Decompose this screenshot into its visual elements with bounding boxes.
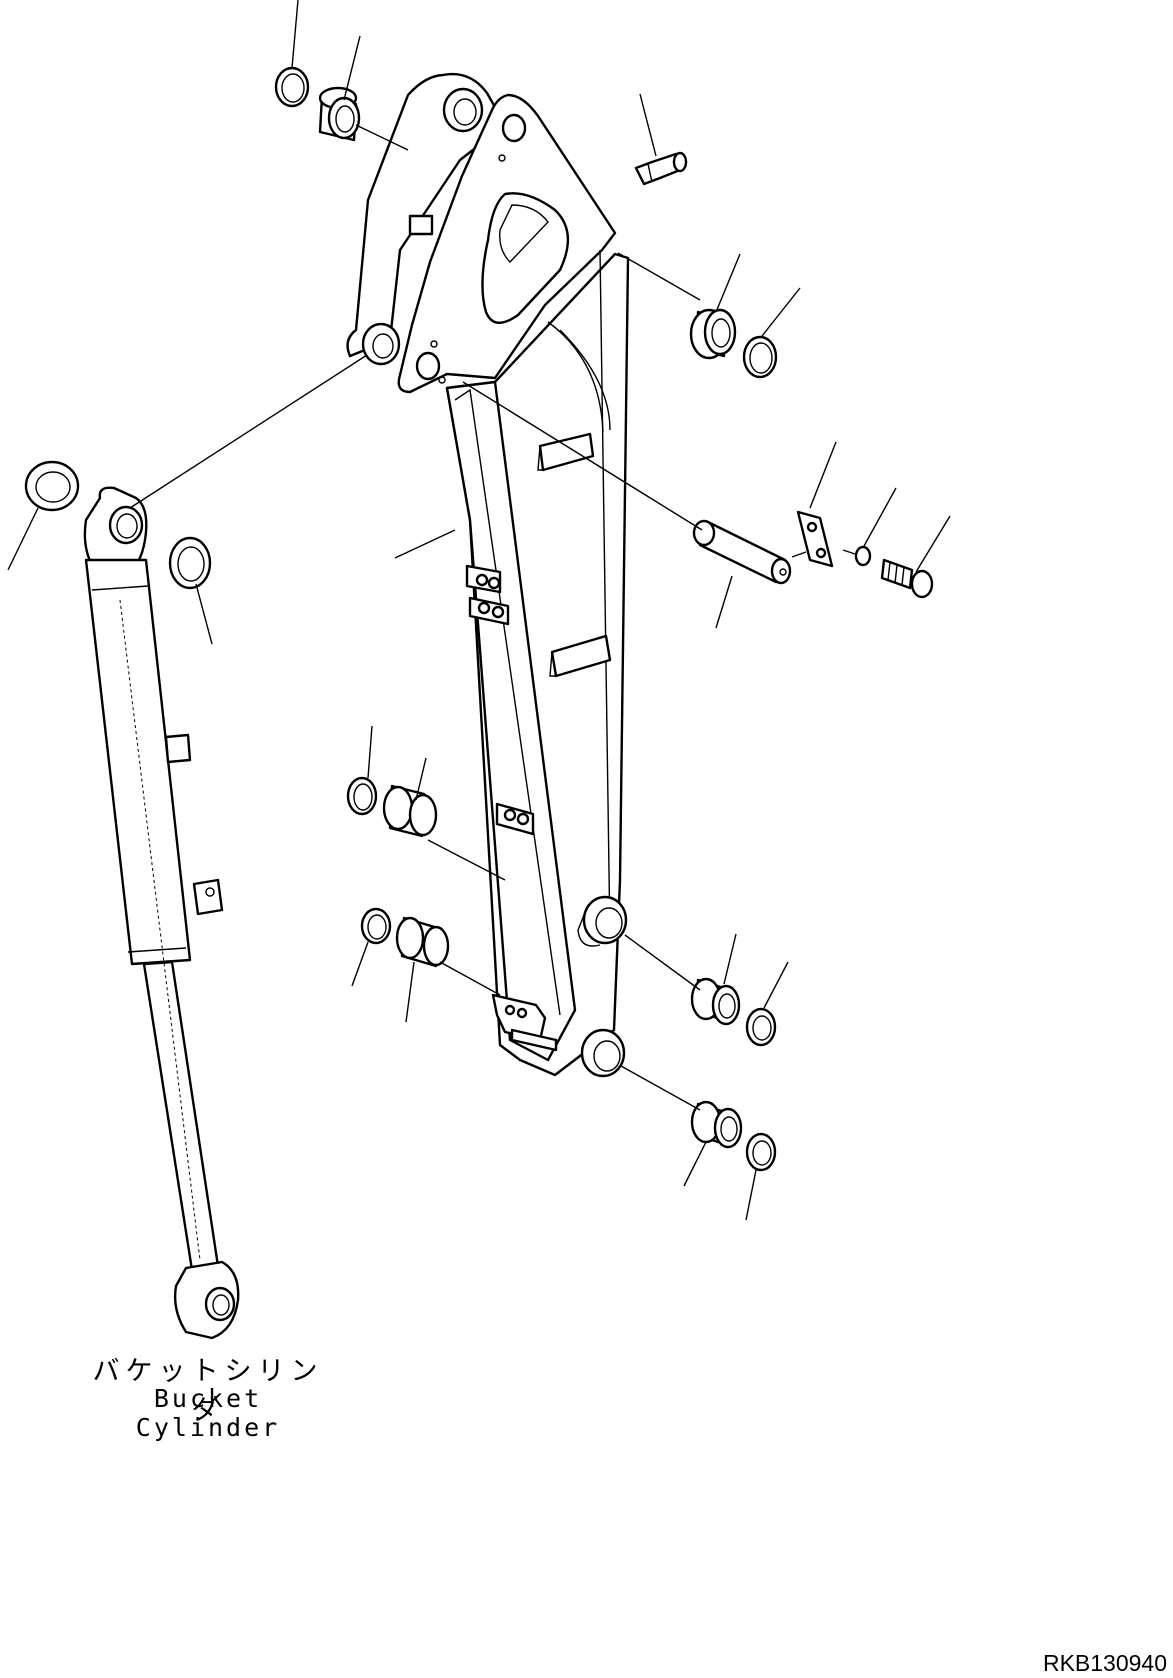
arm-tip-boss — [580, 1028, 626, 1078]
callout-leaders — [7, 0, 951, 1221]
cylinder-barrel — [84, 558, 192, 966]
lock-washer — [854, 545, 872, 567]
arm-head-side-pin — [408, 214, 434, 236]
arm-stopper-upper — [538, 432, 595, 472]
lock-plate — [796, 510, 834, 568]
assembly-lines — [129, 124, 856, 1111]
arm-assembly — [346, 72, 630, 1078]
bucket-cylinder-label-en: Bucket Cylinder — [135, 1384, 281, 1442]
cylinder-rod — [142, 960, 220, 1272]
bucket-cylinder-label-ja: バケットシリンダ — [92, 1356, 324, 1426]
arm-head-rear-plate — [346, 72, 507, 358]
bucket-cylinder — [83, 486, 240, 1340]
cylinder-port-upper — [164, 733, 192, 764]
lock-bolt — [880, 558, 914, 590]
arm-head-front-hole-lower — [415, 351, 441, 381]
cylinder-port-lower — [192, 878, 224, 916]
arm-lower-boss — [582, 895, 628, 945]
arm-stopper-lower — [550, 634, 612, 678]
arm-head-opening — [481, 192, 570, 324]
arm-beam-front — [445, 380, 577, 1062]
loose-parts — [24, 66, 934, 1172]
figure-code: RKB130940 — [1042, 1650, 1167, 1676]
arm-head-front-hole-upper — [501, 113, 527, 143]
